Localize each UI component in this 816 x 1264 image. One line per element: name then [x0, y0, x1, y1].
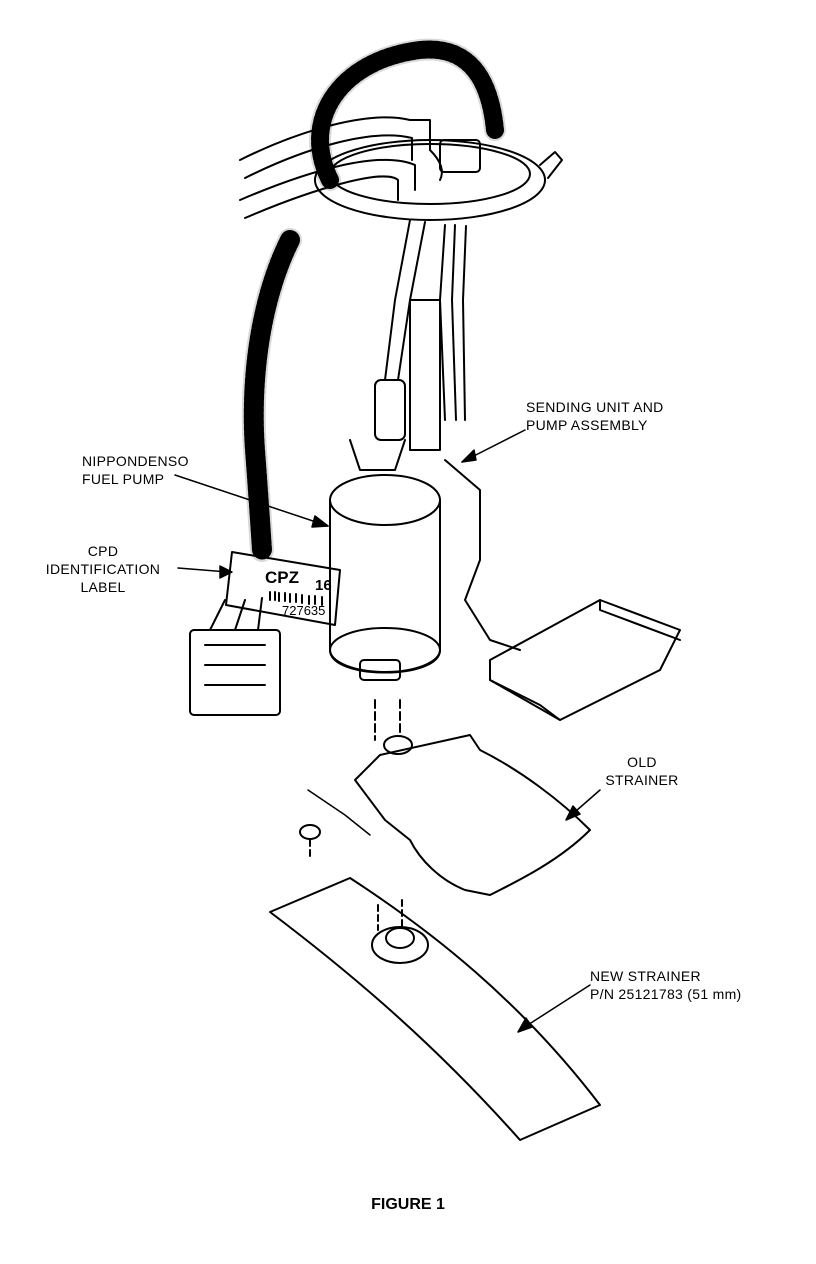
label-number: 16: [315, 577, 332, 594]
leader-fuel-pump: [174, 474, 329, 527]
fuel-pump-body: [329, 439, 441, 681]
callout-new-strainer: NEW STRAINER P/N 25121783 (51 mm): [590, 967, 742, 1003]
callout-old-strainer: OLD STRAINER: [596, 753, 688, 789]
old-strainer: [299, 699, 591, 896]
pump-tubes: [374, 219, 467, 451]
callout-cpd-label-line-2: IDENTIFICATION: [45, 561, 161, 577]
callout-old-strainer-line-2: STRAINER: [605, 772, 679, 788]
callout-fuel-pump: NIPPONDENSO FUEL PUMP: [82, 452, 189, 488]
callout-sending-unit: SENDING UNIT AND PUMP ASSEMBLY: [526, 398, 664, 434]
leader-lines: [174, 429, 601, 1033]
new-strainer: [269, 877, 601, 1141]
callout-fuel-pump-line-2: FUEL PUMP: [82, 471, 165, 487]
label-serial: 727635: [282, 603, 325, 618]
callout-cpd-label: CPD IDENTIFICATION LABEL: [36, 542, 170, 596]
callout-old-strainer-line-1: OLD: [627, 754, 657, 770]
figure-caption: FIGURE 1: [371, 1196, 445, 1213]
corrugated-wire-conduit: [241, 38, 506, 562]
callout-cpd-label-line-3: LABEL: [80, 579, 126, 595]
cpd-label-tag: CPZ 16 727635: [225, 551, 341, 626]
label-code: CPZ: [265, 568, 299, 587]
callout-sending-unit-line-1: SENDING UNIT AND: [526, 399, 664, 415]
callout-fuel-pump-line-1: NIPPONDENSO: [82, 453, 189, 469]
leader-new-strainer: [519, 984, 591, 1031]
callout-sending-unit-line-2: PUMP ASSEMBLY: [526, 417, 648, 433]
label-barcode: [269, 591, 323, 606]
callout-new-strainer-line-2: P/N 25121783 (51 mm): [590, 986, 742, 1002]
electrical-connector: [189, 597, 281, 716]
callout-cpd-label-line-1: CPD: [87, 543, 119, 559]
mounting-flange: [314, 139, 563, 221]
sending-unit-float: [444, 459, 681, 721]
callout-new-strainer-line-1: NEW STRAINER: [590, 968, 701, 984]
